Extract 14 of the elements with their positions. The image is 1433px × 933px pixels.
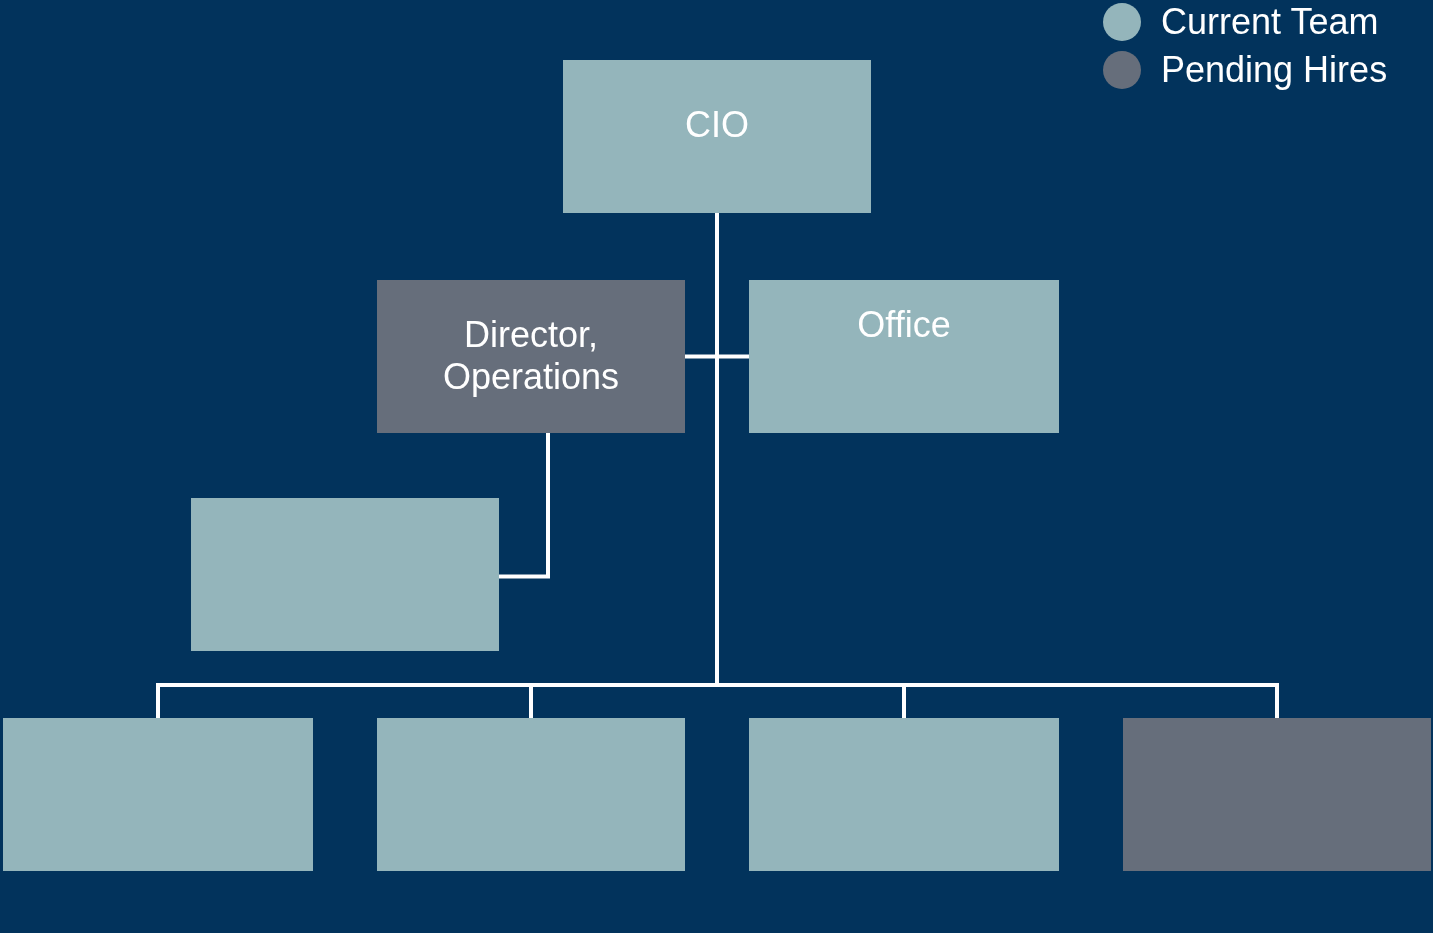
legend-label: Pending Hires [1161, 50, 1388, 90]
role-title: CIO [684, 104, 750, 146]
role-box [563, 60, 871, 213]
empty-role-box [3, 718, 313, 871]
empty-role-box [191, 498, 499, 651]
empty-role-box [1123, 718, 1431, 871]
connector-line [499, 433, 550, 579]
role-title: Office [856, 304, 952, 346]
role-box [377, 280, 685, 433]
empty-role-box [377, 718, 685, 871]
role-title: Director, Operations [441, 314, 621, 398]
legend-label: Current Team [1161, 2, 1379, 42]
empty-role-box [749, 718, 1059, 871]
role-box [749, 280, 1059, 433]
